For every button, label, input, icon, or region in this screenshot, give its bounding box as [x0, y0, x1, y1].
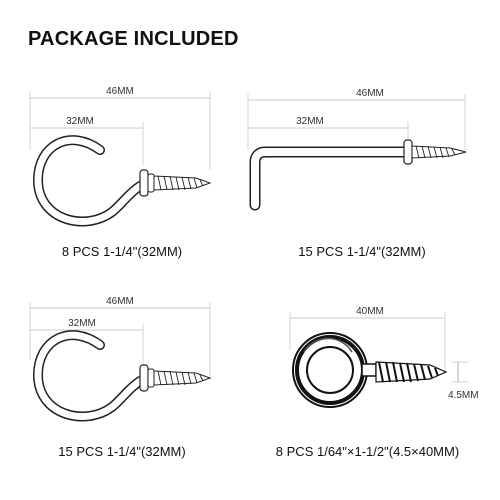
shank-length-label: 32MM — [66, 116, 94, 127]
cup-hook-1-drawing: 46MM 32MM — [29, 86, 212, 227]
overall-length-label: 46MM — [356, 88, 384, 99]
shank-length-label: 32MM — [296, 116, 324, 127]
shank-length-label: 32MM — [68, 318, 96, 329]
screw-eye-drawing: 40MM 4.5MM — [289, 306, 479, 408]
overall-length-label: 40MM — [356, 306, 384, 317]
overall-length-label: 46MM — [106, 296, 134, 307]
product-2-caption: 15 PCS 1-1/4"(32MM) — [298, 244, 426, 259]
product-1-caption: 8 PCS 1-1/4"(32MM) — [61, 244, 183, 259]
product-3-caption: 15 PCS 1-1/4"(32MM) — [58, 444, 186, 459]
l-hook-drawing: 46MM 32MM — [247, 88, 467, 211]
overall-length-label: 46MM — [106, 86, 134, 97]
product-4-caption: 8 PCS 1/64"×1-1/2"(4.5×40MM) — [275, 444, 460, 459]
diameter-label: 4.5MM — [448, 390, 479, 401]
cup-hook-2-drawing: 46MM 32MM — [29, 296, 212, 422]
page-title: PACKAGE INCLUDED — [28, 28, 239, 50]
